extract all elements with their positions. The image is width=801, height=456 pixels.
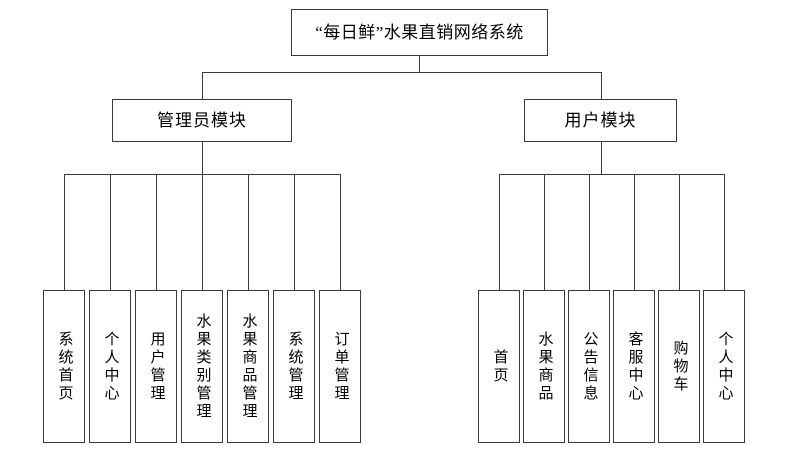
leaf-node-admin-6-label: 系统管理	[286, 330, 303, 403]
leaf-node-user-3-label: 公告信息	[581, 330, 598, 403]
leaf-node-admin-2-label: 个人中心	[102, 330, 119, 403]
connector-admin-drop-6	[294, 174, 295, 290]
module-node-admin[interactable]: 管理员模块	[112, 99, 292, 142]
leaf-node-user-5[interactable]: 购物车	[658, 290, 700, 443]
leaf-node-admin-5-label: 水果商品管理	[240, 312, 257, 421]
connector-user-drop-3	[589, 174, 590, 290]
connector-to-user-module	[601, 72, 602, 99]
connector-user-drop-1	[499, 174, 500, 290]
leaf-node-user-5-label: 购物车	[671, 339, 688, 394]
leaf-node-user-1[interactable]: 首页	[478, 290, 520, 443]
connector-user-drop-2	[544, 174, 545, 290]
leaf-node-user-2-label: 水果商品	[536, 330, 553, 403]
connector-admin-drop-2	[110, 174, 111, 290]
leaf-node-admin-7-label: 订单管理	[332, 330, 349, 403]
connector-user-stem	[601, 142, 602, 174]
module-node-user-label: 用户模块	[564, 110, 637, 130]
leaf-node-admin-1[interactable]: 系统首页	[43, 290, 85, 443]
root-node-system[interactable]: “每日鲜”水果直销网络系统	[291, 9, 548, 56]
leaf-node-admin-1-label: 系统首页	[56, 330, 73, 403]
module-node-user[interactable]: 用户模块	[524, 99, 677, 142]
leaf-node-admin-5[interactable]: 水果商品管理	[227, 290, 269, 443]
connector-level2-bus	[202, 72, 602, 73]
connector-root-stem	[419, 56, 420, 73]
leaf-node-admin-7[interactable]: 订单管理	[319, 290, 361, 443]
root-node-label: “每日鲜”水果直销网络系统	[315, 22, 524, 42]
leaf-node-admin-4[interactable]: 水果类别管理	[181, 290, 223, 443]
leaf-node-user-1-label: 首页	[491, 348, 508, 385]
connector-user-bus	[499, 174, 724, 175]
leaf-node-user-6[interactable]: 个人中心	[703, 290, 745, 443]
leaf-node-user-4-label: 客服中心	[626, 330, 643, 403]
connector-admin-drop-7	[340, 174, 341, 290]
leaf-node-user-2[interactable]: 水果商品	[523, 290, 565, 443]
leaf-node-admin-2[interactable]: 个人中心	[89, 290, 131, 443]
connector-admin-drop-4	[202, 174, 203, 290]
connector-user-drop-4	[634, 174, 635, 290]
connector-admin-drop-3	[156, 174, 157, 290]
leaf-node-admin-3[interactable]: 用户管理	[135, 290, 177, 443]
connector-admin-drop-1	[64, 174, 65, 290]
leaf-node-admin-4-label: 水果类别管理	[194, 312, 211, 421]
connector-user-drop-5	[679, 174, 680, 290]
connector-admin-stem	[202, 142, 203, 174]
connector-to-admin-module	[202, 72, 203, 99]
leaf-node-admin-6[interactable]: 系统管理	[273, 290, 315, 443]
connector-user-drop-6	[724, 174, 725, 290]
connector-admin-drop-5	[248, 174, 249, 290]
leaf-node-user-3[interactable]: 公告信息	[568, 290, 610, 443]
module-node-admin-label: 管理员模块	[157, 110, 247, 130]
leaf-node-user-6-label: 个人中心	[716, 330, 733, 403]
leaf-node-user-4[interactable]: 客服中心	[613, 290, 655, 443]
leaf-node-admin-3-label: 用户管理	[148, 330, 165, 403]
